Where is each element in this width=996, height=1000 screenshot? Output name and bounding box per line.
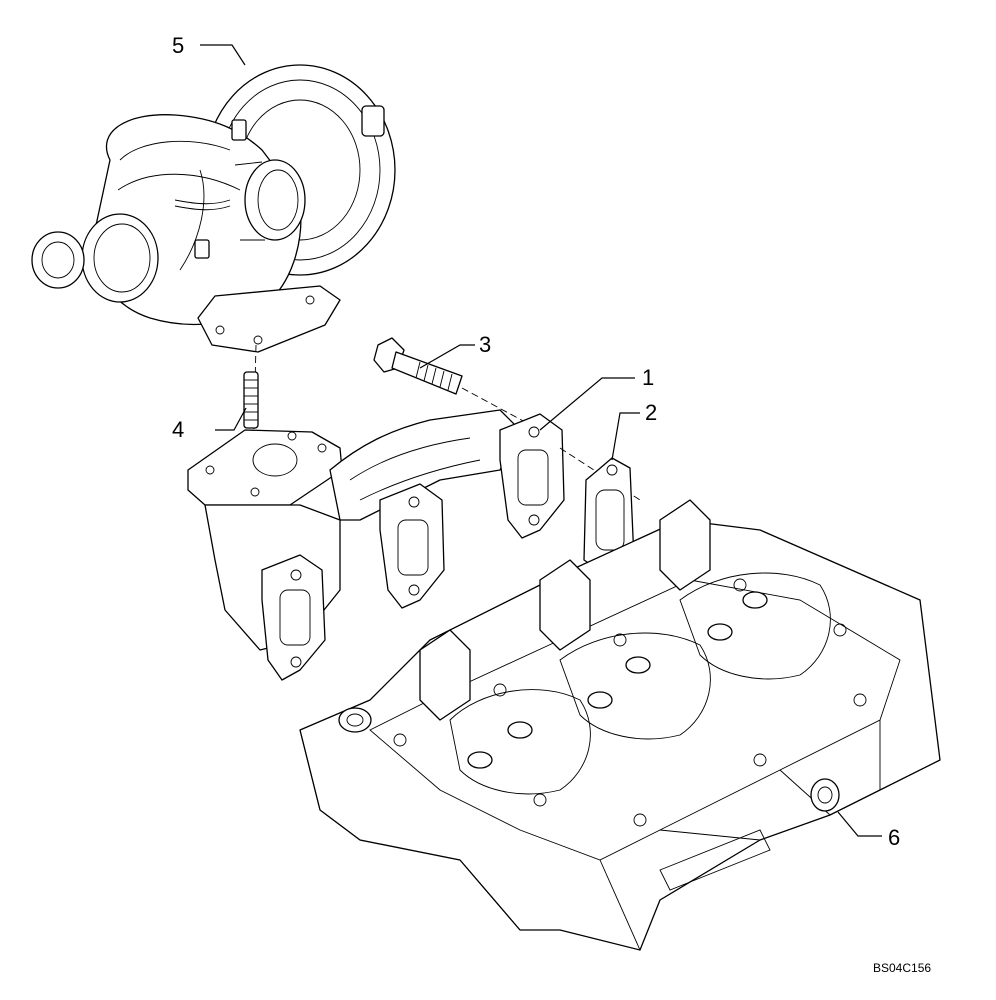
leader-line-2: [611, 412, 640, 461]
exhaust-manifold: [187, 409, 565, 681]
callout-2: 2: [645, 400, 657, 425]
flange-bolt: [373, 337, 463, 395]
reference-code: BS04C156: [873, 961, 931, 975]
callout-4: 4: [172, 417, 184, 442]
leader-line-3: [419, 344, 475, 369]
leader-line-1: [539, 377, 635, 431]
callout-1: 1: [642, 365, 654, 390]
leader-line-5: [200, 44, 246, 66]
alignment-line-bolt: [461, 387, 541, 431]
callout-6: 6: [888, 825, 900, 850]
turbocharger: [31, 64, 396, 353]
cylinder-head: [299, 499, 941, 951]
leader-line-4: [215, 407, 247, 431]
callout-5: 5: [172, 33, 184, 58]
stud: [243, 371, 259, 429]
callout-3: 3: [479, 332, 491, 357]
leader-line-6: [837, 811, 882, 837]
